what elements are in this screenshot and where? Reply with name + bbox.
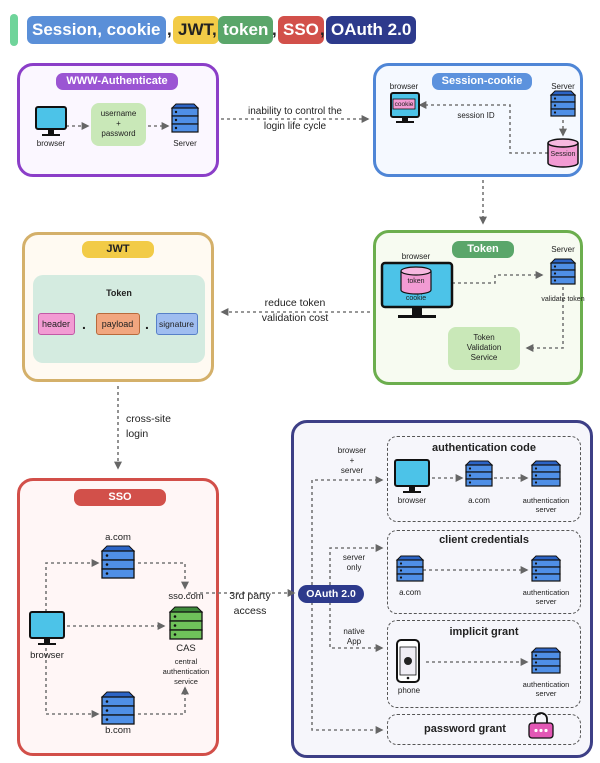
token-header: Token bbox=[452, 241, 514, 258]
implicit-grant-box bbox=[387, 620, 581, 708]
cross-site-label: cross-site login bbox=[126, 413, 171, 440]
session-id-label: session ID bbox=[457, 111, 495, 120]
jwt-header: JWT bbox=[82, 241, 154, 258]
ig-auth-server-label: authentication server bbox=[522, 680, 570, 698]
session-server-label: Server bbox=[551, 82, 575, 91]
title-comma-2: , bbox=[212, 20, 217, 39]
www-browser-label: browser bbox=[36, 139, 66, 148]
title-sso: SSO bbox=[278, 16, 324, 44]
token-validation-service-box bbox=[448, 327, 520, 370]
session-cookie-header: Session-cookie bbox=[432, 73, 532, 90]
sso-header: SSO bbox=[74, 489, 166, 506]
password-grant-title: password grant bbox=[424, 723, 506, 735]
session-db-label: Session bbox=[550, 151, 576, 158]
client-credentials-title: client credentials bbox=[439, 534, 529, 546]
ig-phone-label: phone bbox=[397, 686, 421, 695]
cas-desc-label: central authentication service bbox=[162, 657, 210, 686]
edge-browser-server-label: browser + server bbox=[337, 446, 367, 475]
cc-auth-server-label: authentication server bbox=[522, 588, 570, 606]
credentials-label: username + password bbox=[100, 109, 137, 138]
token-browser-label: browser bbox=[401, 252, 431, 261]
cookie-label: cookie bbox=[394, 101, 414, 108]
auth-code-title: authentication code bbox=[432, 442, 536, 454]
cc-a-com-label: a.com bbox=[399, 588, 421, 597]
sso-browser-label: browser bbox=[30, 650, 64, 661]
client-credentials-box bbox=[387, 530, 581, 614]
token-cookie-label: cookie bbox=[405, 295, 427, 302]
ac-browser-label: browser bbox=[397, 496, 427, 505]
title-oauth: OAuth 2.0 bbox=[326, 16, 417, 44]
implicit-grant-title: implicit grant bbox=[449, 626, 519, 638]
session-browser-label: browser bbox=[389, 82, 419, 91]
edge-native-label: native App bbox=[343, 627, 365, 646]
www-authenticate-header: WWW-Authenticate bbox=[56, 73, 178, 90]
www-server-label: Server bbox=[173, 139, 197, 148]
a-com-label: a.com bbox=[105, 532, 131, 543]
cas-label: CAS bbox=[176, 643, 196, 654]
title-accent-bar bbox=[10, 14, 18, 46]
ac-a-com-label: a.com bbox=[468, 496, 490, 505]
b-com-label: b.com bbox=[105, 725, 131, 736]
title-token: token bbox=[218, 16, 274, 44]
sso-com-label: sso.com bbox=[168, 591, 204, 602]
jwt-signature-part: signature bbox=[156, 313, 198, 335]
inability-label: inability to control the login life cycl… bbox=[248, 106, 342, 132]
validation-service-label: Token Validation Service bbox=[466, 333, 502, 362]
title-comma-3: , bbox=[272, 20, 277, 39]
title-comma-4: , bbox=[320, 20, 325, 39]
auth-code-box bbox=[387, 436, 581, 522]
jwt-dot-1: . bbox=[82, 316, 86, 332]
token-db-label: token bbox=[407, 278, 425, 285]
edge-server-only-label: server only bbox=[342, 553, 366, 572]
ac-auth-server-label: authentication server bbox=[522, 496, 570, 514]
jwt-token-label: Token bbox=[106, 288, 132, 298]
token-server-label: Server bbox=[551, 245, 575, 254]
jwt-dot-2: . bbox=[145, 316, 149, 332]
sso-panel bbox=[17, 478, 219, 756]
title-jwt: JWT bbox=[173, 16, 219, 44]
title-session-cookie: Session, cookie bbox=[27, 16, 166, 44]
validate-token-label: validate token bbox=[541, 296, 585, 303]
reduce-cost-label: reduce token validation cost bbox=[261, 297, 329, 324]
password-grant-box bbox=[387, 714, 581, 745]
title-comma-1: , bbox=[167, 20, 172, 39]
jwt-payload-part: payload bbox=[96, 313, 140, 335]
oauth-center-pill: OAuth 2.0 bbox=[298, 585, 364, 603]
jwt-header-part: header bbox=[38, 313, 75, 335]
third-party-label: 3rd party access bbox=[229, 590, 271, 617]
credentials-box bbox=[91, 103, 146, 146]
